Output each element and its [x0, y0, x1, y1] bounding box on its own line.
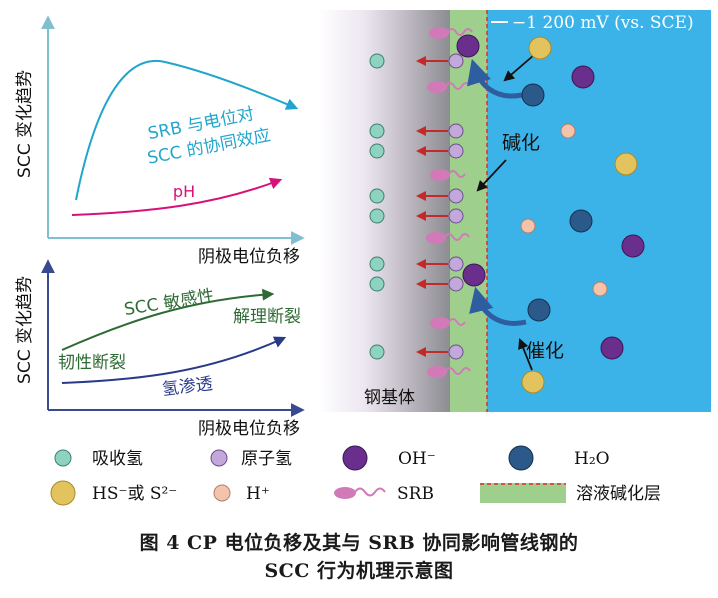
diffusion-arrows [416, 56, 448, 357]
mechanism-figure: SCC 变化趋势 阴极电位负移 SRB 与电位对 SCC 的协同效应 pH SC… [15, 10, 711, 506]
caption-line1: 图 4 CP 电位负移及其与 SRB 协同影响管线钢的 [139, 532, 579, 554]
absorbed-hydrogen [369, 188, 385, 204]
ductile-label: 韧性断裂 [58, 353, 126, 373]
bottom-chart-xlabel: 阴极电位负移 [198, 419, 300, 439]
legend-h2o-label: H₂O [574, 449, 610, 469]
absorbed-hydrogen [369, 123, 385, 139]
atomic-hydrogen [448, 143, 464, 159]
ph-label: pH [173, 182, 195, 201]
sensitivity-label: SCC 敏感性 [123, 286, 216, 320]
steel-substrate [318, 10, 452, 412]
hs-s2-ion [528, 36, 552, 60]
oh-ion [621, 234, 645, 258]
h2o-molecule [521, 83, 545, 107]
srb-group [426, 27, 473, 378]
h-plus-ion [520, 218, 536, 234]
srb [429, 27, 473, 39]
absorbed-hydrogen [369, 256, 385, 272]
top-chart-ylabel: SCC 变化趋势 [15, 70, 35, 178]
hs-s2-ion [614, 152, 638, 176]
steel-substrate-label: 钢基体 [364, 388, 415, 408]
caption-line2: SCC 行为机理示意图 [264, 560, 454, 582]
oh-ion [600, 336, 624, 360]
absorbed-hydrogen [369, 344, 385, 360]
legend-alkaline-layer-swatch [480, 483, 566, 503]
absorbed-hydrogen [369, 143, 385, 159]
schematic: −1 200 mV (vs. SCE) [318, 10, 711, 412]
catalysis-arrow-bottom [518, 337, 533, 371]
reaction-curve-arrow [469, 286, 527, 326]
solution-region [487, 10, 711, 412]
catalysis-label: 催化 [526, 340, 564, 362]
h-plus-ion [592, 281, 608, 297]
hydrogen-line [61, 336, 287, 384]
h2o-molecule [569, 209, 593, 233]
legend-atomic-h-label: 原子氢 [241, 449, 292, 469]
srb [426, 232, 470, 244]
srb [427, 81, 471, 93]
cleavage-label: 解理断裂 [233, 307, 301, 327]
srb [427, 366, 471, 378]
legend-h-plus-swatch [213, 484, 231, 502]
srb [430, 317, 466, 329]
ph-curve [71, 177, 283, 216]
h2o-molecule [527, 298, 551, 322]
potential-label: −1 200 mV (vs. SCE) [512, 13, 694, 33]
h-plus-ion [560, 123, 576, 139]
atomic-hydrogen [448, 344, 464, 360]
legend-hs-swatch [50, 480, 76, 506]
reaction-curve-arrow [467, 58, 523, 99]
legend-atomic-h-swatch [210, 449, 228, 467]
legend-srb-swatch [334, 487, 386, 499]
catalysis-arrow-top [503, 54, 535, 82]
legend-oh-swatch [342, 445, 368, 471]
hs-s2-ion [521, 370, 545, 394]
legend-absorbed-h-swatch [54, 449, 72, 467]
hydrogen-label: 氢渗透 [161, 374, 214, 400]
top-chart: SCC 变化趋势 阴极电位负移 SRB 与电位对 SCC 的协同效应 pH [15, 15, 305, 267]
alkalization-label: 碱化 [502, 132, 540, 154]
srb [430, 169, 466, 181]
atomic-hydrogen [448, 123, 464, 139]
absorbed-hydrogen-group [369, 53, 385, 360]
oh-ion [456, 34, 480, 58]
legend-alkaline-layer-label: 溶液碱化层 [576, 484, 661, 504]
bottom-chart-ylabel: SCC 变化趋势 [15, 276, 35, 384]
legend-h2o-swatch [508, 445, 534, 471]
legend-hs-label: HS⁻或 S²⁻ [92, 484, 177, 504]
atomic-hydrogen-group [448, 53, 464, 360]
absorbed-hydrogen [369, 276, 385, 292]
legend-srb-label: SRB [397, 484, 434, 504]
sensitivity-line [61, 288, 275, 351]
atomic-hydrogen [448, 188, 464, 204]
absorbed-hydrogen [369, 53, 385, 69]
legend-absorbed-h-label: 吸收氢 [92, 449, 143, 469]
oh-ion [462, 263, 486, 287]
atomic-hydrogen [448, 276, 464, 292]
atomic-hydrogen [448, 256, 464, 272]
alkalization-arrow [476, 159, 507, 192]
legend: 吸收氢 原子氢 OH⁻ H₂O HS⁻或 S²⁻ H⁺ SRB 溶液碱化层 [50, 445, 661, 506]
atomic-hydrogen [448, 208, 464, 224]
synergy-curve [75, 60, 299, 201]
legend-oh-label: OH⁻ [398, 449, 436, 469]
top-chart-xlabel: 阴极电位负移 [198, 247, 300, 267]
oh-ion [571, 65, 595, 89]
legend-h-plus-label: H⁺ [246, 484, 270, 504]
atomic-hydrogen [448, 53, 464, 69]
bottom-chart: SCC 变化趋势 阴极电位负移 SCC 敏感性 解理断裂 韧性断裂 氢渗透 [15, 259, 305, 439]
absorbed-hydrogen [369, 208, 385, 224]
